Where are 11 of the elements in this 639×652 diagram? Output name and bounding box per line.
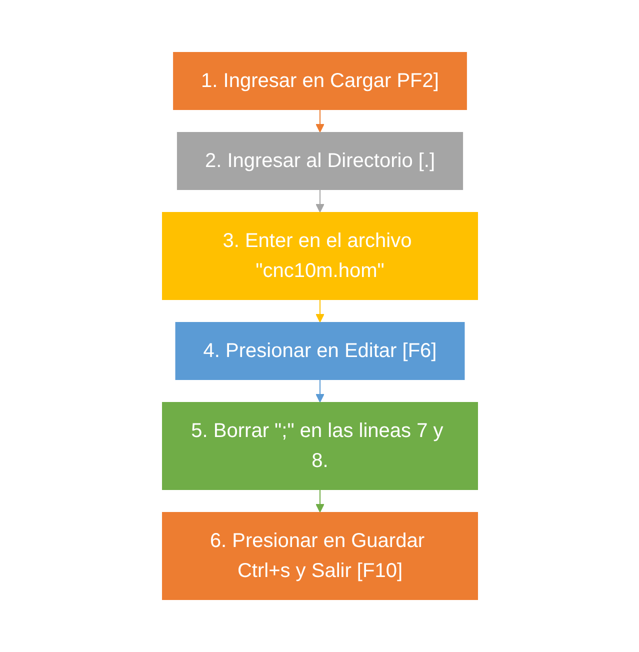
arrow — [315, 110, 324, 132]
node-box: 2. Ingresar al Directorio [.] — [176, 132, 463, 190]
node-box: 1. Ingresar en Cargar PF2] — [172, 52, 466, 110]
arrow — [315, 490, 324, 512]
node-box: 3. Enter en el archivo "cnc10m.hom" — [162, 212, 478, 300]
node-box: 4. Presionar en Editar [F6] — [174, 322, 464, 380]
arrow — [315, 190, 324, 212]
arrow — [315, 380, 324, 402]
node-box: 5. Borrar ";" en las lineas 7 y 8. — [162, 402, 478, 490]
node-box: 6. Presionar en Guardar Ctrl+s y Salir [F10] — [162, 512, 478, 600]
arrow — [315, 300, 324, 322]
